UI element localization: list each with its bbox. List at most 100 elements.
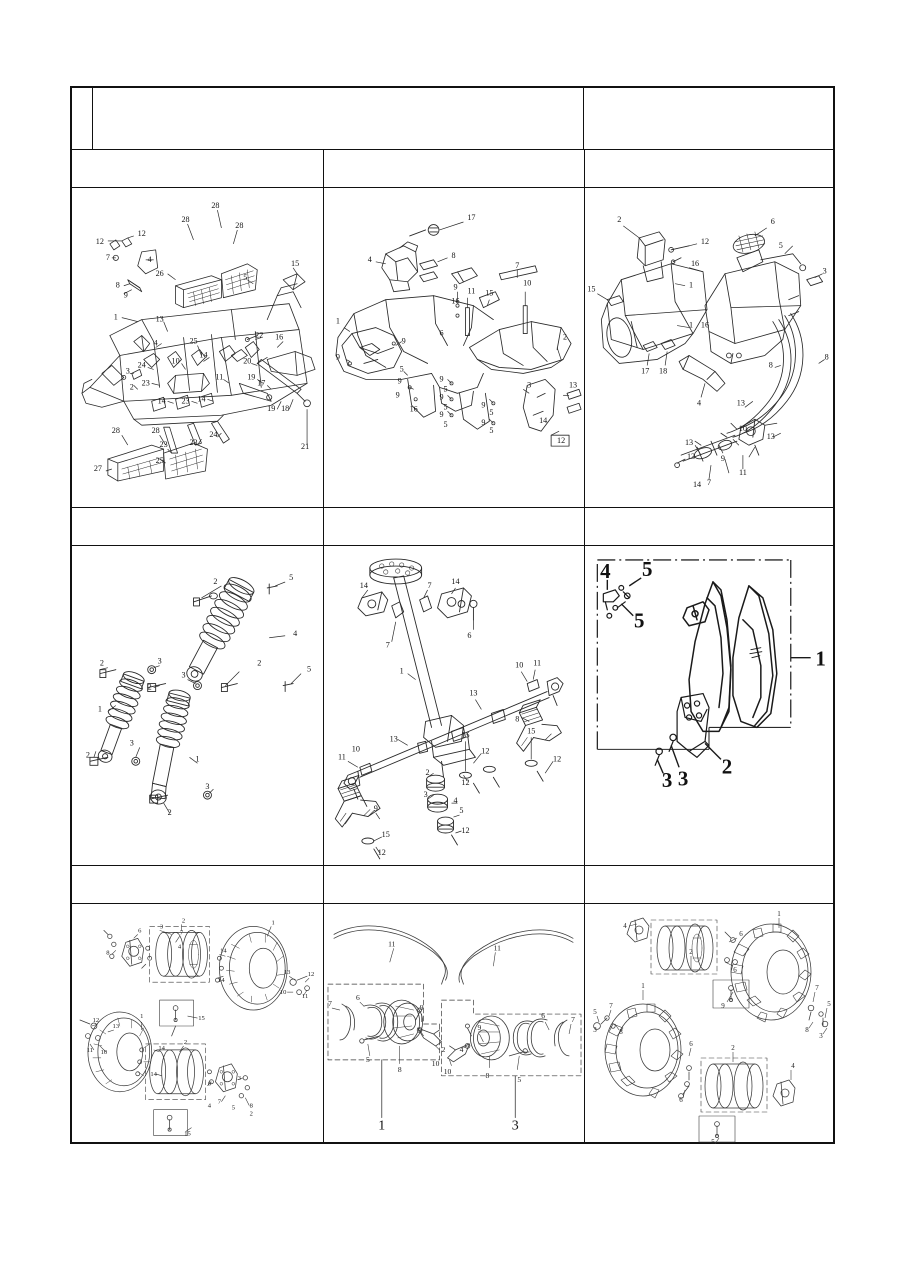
svg-text:3: 3 (819, 1032, 823, 1040)
svg-text:13: 13 (767, 432, 775, 441)
svg-text:3: 3 (823, 267, 827, 276)
svg-text:3: 3 (158, 657, 162, 666)
svg-text:10: 10 (739, 424, 747, 433)
svg-text:15: 15 (382, 830, 390, 839)
svg-text:7: 7 (815, 984, 819, 992)
svg-text:8: 8 (769, 360, 773, 369)
svg-text:14: 14 (150, 1071, 157, 1078)
svg-text:2: 2 (250, 1111, 253, 1118)
svg-text:9: 9 (402, 337, 406, 346)
svg-text:28: 28 (211, 201, 219, 210)
svg-text:5: 5 (459, 806, 463, 815)
svg-text:12: 12 (96, 237, 104, 246)
svg-text:1: 1 (689, 281, 693, 290)
svg-text:11: 11 (338, 752, 346, 761)
sheet-header-row (72, 88, 833, 150)
svg-text:1: 1 (641, 982, 645, 990)
svg-text:13: 13 (113, 1023, 120, 1030)
svg-text:2: 2 (689, 948, 693, 956)
svg-text:24: 24 (209, 430, 217, 439)
svg-text:2: 2 (442, 1045, 446, 1054)
svg-text:8: 8 (106, 949, 110, 956)
svg-text:4: 4 (623, 922, 627, 930)
svg-text:4: 4 (208, 1103, 212, 1110)
svg-text:11: 11 (494, 943, 502, 952)
label-cell-4-2 (324, 1106, 585, 1144)
svg-text:6: 6 (771, 217, 775, 226)
svg-text:4: 4 (293, 629, 297, 638)
panel-seats[interactable]: 4 5 5 1 2 3 3 (585, 546, 833, 865)
svg-text:7: 7 (571, 1015, 575, 1024)
svg-text:9: 9 (396, 390, 400, 399)
svg-text:19: 19 (267, 404, 275, 413)
svg-text:4: 4 (154, 339, 158, 348)
svg-text:19: 19 (247, 372, 255, 381)
svg-text:25: 25 (156, 456, 164, 465)
svg-text:10: 10 (515, 661, 523, 670)
svg-text:2: 2 (168, 808, 172, 817)
svg-text:24: 24 (138, 360, 146, 369)
svg-text:22: 22 (255, 331, 263, 340)
svg-text:5: 5 (243, 273, 247, 282)
svg-text:13: 13 (687, 452, 695, 461)
svg-text:28: 28 (152, 426, 160, 435)
svg-text:8: 8 (250, 1103, 254, 1110)
svg-text:2: 2 (148, 683, 152, 692)
svg-text:9: 9 (478, 1023, 482, 1032)
svg-text:12: 12 (461, 778, 469, 787)
svg-text:15: 15 (461, 730, 469, 739)
svg-text:12: 12 (93, 1017, 100, 1024)
header-left-cell (72, 88, 583, 149)
svg-text:4: 4 (791, 1062, 795, 1070)
svg-text:5: 5 (489, 426, 493, 435)
svg-text:15: 15 (527, 726, 535, 735)
svg-text:2: 2 (100, 659, 104, 668)
svg-text:7: 7 (180, 929, 184, 936)
svg-text:16: 16 (275, 333, 283, 342)
svg-text:8: 8 (485, 1071, 489, 1080)
svg-text:9: 9 (440, 410, 444, 419)
svg-text:1: 1 (777, 910, 781, 918)
svg-text:6: 6 (467, 631, 471, 640)
svg-text:15: 15 (198, 1015, 205, 1022)
svg-text:28: 28 (112, 426, 120, 435)
label-cell-2-2 (324, 508, 585, 545)
svg-text:5: 5 (489, 408, 493, 417)
svg-text:2: 2 (563, 333, 567, 342)
svg-text:6: 6 (541, 1011, 545, 1020)
label-row-4 (72, 1106, 833, 1144)
label-cell-2-1 (72, 508, 324, 545)
svg-text:11: 11 (533, 659, 541, 668)
label-cell-3-1 (72, 866, 324, 903)
svg-text:16: 16 (451, 297, 459, 306)
svg-text:3: 3 (130, 738, 134, 747)
svg-text:11: 11 (87, 1047, 93, 1054)
svg-text:2: 2 (731, 1044, 735, 1052)
svg-text:2: 2 (426, 768, 430, 777)
svg-text:11: 11 (388, 939, 396, 948)
svg-text:6: 6 (356, 993, 360, 1002)
svg-text:14: 14 (158, 1045, 165, 1052)
svg-text:13: 13 (569, 380, 577, 389)
svg-text:8: 8 (398, 1065, 402, 1074)
svg-text:14: 14 (197, 394, 205, 403)
label-cell-3-3 (585, 866, 833, 903)
svg-text:10: 10 (101, 1049, 108, 1056)
label-cell-2-3 (585, 508, 833, 545)
svg-text:10: 10 (352, 744, 360, 753)
svg-text:3: 3 (662, 768, 672, 792)
svg-text:9: 9 (336, 352, 340, 361)
svg-text:11: 11 (739, 468, 747, 477)
